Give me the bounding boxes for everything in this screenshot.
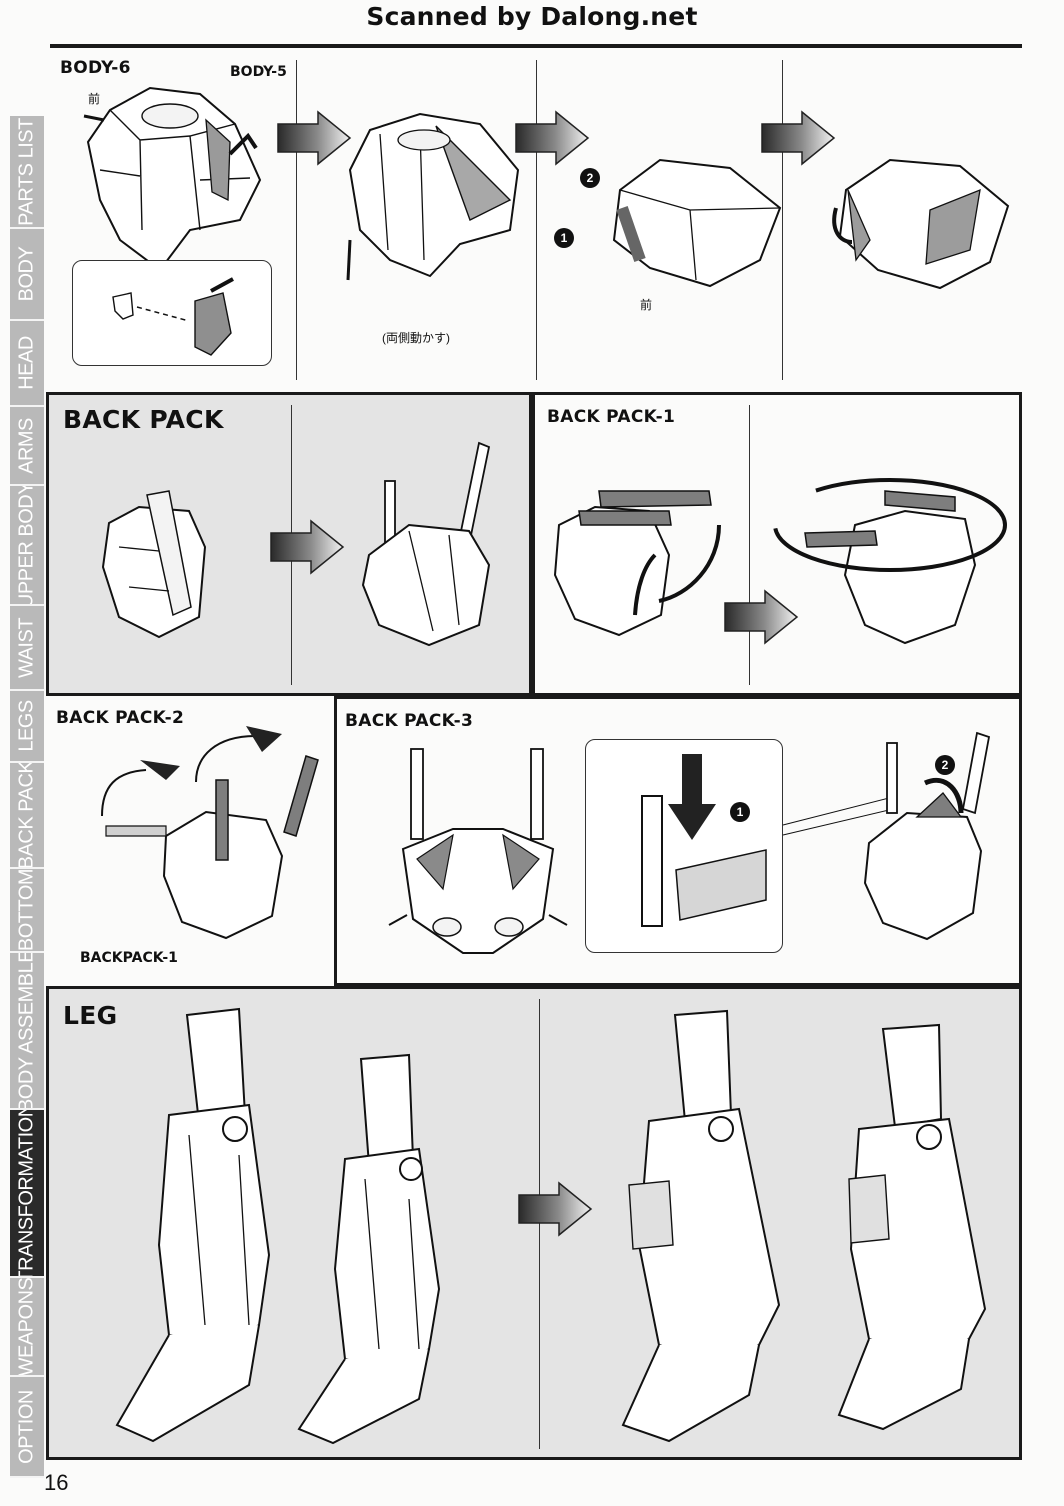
backpack2-title: BACK PACK-2: [56, 708, 185, 728]
next-step-arrow: [515, 111, 589, 165]
body-assembly-illustration: [83, 86, 262, 272]
backpack-locked-illustration: [863, 731, 991, 941]
scan-credit: Scanned by Dalong.net: [366, 2, 698, 31]
tab-label: WAIST: [15, 617, 38, 678]
body-folded-illustration: [832, 158, 1010, 290]
body6-panel: BODY-6 BODY-5 前 (両側動かす) 前 1 2: [50, 50, 1022, 390]
tab-label: UPPER BODY: [15, 486, 38, 606]
detail-inset: [72, 260, 272, 366]
tab-option[interactable]: OPTION: [10, 1377, 44, 1478]
tab-label: ARMS: [15, 417, 38, 474]
tab-label: TRANSFORMATION: [15, 1110, 38, 1278]
tab-body-assemble[interactable]: BODY ASSEMBLE: [10, 953, 44, 1110]
tab-waist[interactable]: WAIST: [10, 606, 44, 691]
backpack-rotated-illustration: [773, 478, 1007, 645]
backpack-title: BACK PACK: [63, 405, 224, 434]
tab-label: LEGS: [15, 700, 38, 752]
leg-title: LEG: [63, 1001, 118, 1030]
tab-arms[interactable]: ARMS: [10, 407, 44, 486]
tab-label: BODY ASSEMBLE: [15, 953, 38, 1110]
backpack-arm-raise-illustration: [101, 726, 319, 940]
tab-parts-list[interactable]: PARTS LIST: [10, 116, 44, 229]
tab-head[interactable]: HEAD: [10, 321, 44, 407]
tab-label: BODY: [15, 246, 38, 302]
tab-bottom[interactable]: BOTTOM: [10, 869, 44, 953]
front-label: 前: [88, 92, 101, 106]
backpack-rear-illustration: [388, 748, 568, 954]
lock-detail-illustration: [641, 754, 767, 927]
tab-transformation[interactable]: TRANSFORMATION: [10, 1110, 44, 1278]
body5-ref-label: BODY-5: [230, 64, 287, 80]
backpack-illustration: [101, 490, 207, 639]
joint-detail-illustration: [112, 277, 234, 356]
backpack3-title: BACK PACK-3: [345, 711, 474, 731]
tab-label: WEAPONS: [15, 1278, 38, 1376]
backpack-thruster-illustration: [553, 490, 721, 637]
backpack-opened-illustration: [361, 441, 491, 647]
tab-label: BOTTOM: [15, 869, 38, 952]
tab-label: OPTION: [15, 1389, 38, 1464]
front-label: 前: [640, 298, 653, 312]
tab-back-pack[interactable]: BACK PACK: [10, 763, 44, 869]
backpack1-panel: BACK PACK-1: [532, 392, 1022, 696]
tab-weapons[interactable]: WEAPONS: [10, 1278, 44, 1377]
step-badge: 1: [730, 802, 750, 822]
tab-label: HEAD: [15, 336, 38, 390]
backpack2-panel: BACK PACK-2 BACKPACK-1: [46, 696, 334, 986]
backpack1-ref-label: BACKPACK-1: [80, 950, 178, 966]
body-rotate-illustration: [612, 158, 782, 288]
step-badge: 2: [580, 168, 600, 188]
next-step-arrow: [761, 111, 835, 165]
backpack-panel: BACK PACK: [46, 392, 532, 696]
page-number: 16: [44, 1470, 69, 1495]
leg-illustration: [297, 1053, 441, 1445]
callout-lines: [782, 796, 894, 836]
body-transform-illustration: [346, 112, 520, 281]
both-sides-note: (両側動かす): [382, 331, 450, 345]
leg-transformed-illustration: [621, 1009, 781, 1443]
backpack3-panel: BACK PACK-3 1 2: [334, 696, 1022, 986]
next-step-arrow: [270, 520, 344, 574]
step-badge: 1: [554, 228, 574, 248]
tab-upper-body[interactable]: UPPER BODY: [10, 486, 44, 606]
step-divider: [782, 60, 783, 380]
detail-inset: 1: [585, 739, 783, 953]
step-badge: 2: [935, 755, 955, 775]
tab-body[interactable]: BODY: [10, 229, 44, 321]
step-divider: [539, 999, 540, 1449]
next-step-arrow: [518, 1182, 592, 1236]
top-rule: [50, 44, 1022, 48]
step-divider: [296, 60, 297, 380]
step-divider: [749, 405, 750, 685]
leg-transformed-illustration: [837, 1023, 987, 1431]
step-divider: [536, 60, 537, 380]
leg-illustration: [115, 1007, 271, 1443]
tab-label: BACK PACK: [15, 763, 38, 869]
tab-legs[interactable]: LEGS: [10, 691, 44, 763]
backpack1-title: BACK PACK-1: [547, 407, 676, 427]
section-tabs: PARTS LIST BODY HEAD ARMS UPPER BODY WAI…: [0, 116, 44, 1478]
tab-label: PARTS LIST: [15, 117, 38, 226]
body6-title: BODY-6: [60, 58, 131, 78]
leg-panel: LEG: [46, 986, 1022, 1460]
